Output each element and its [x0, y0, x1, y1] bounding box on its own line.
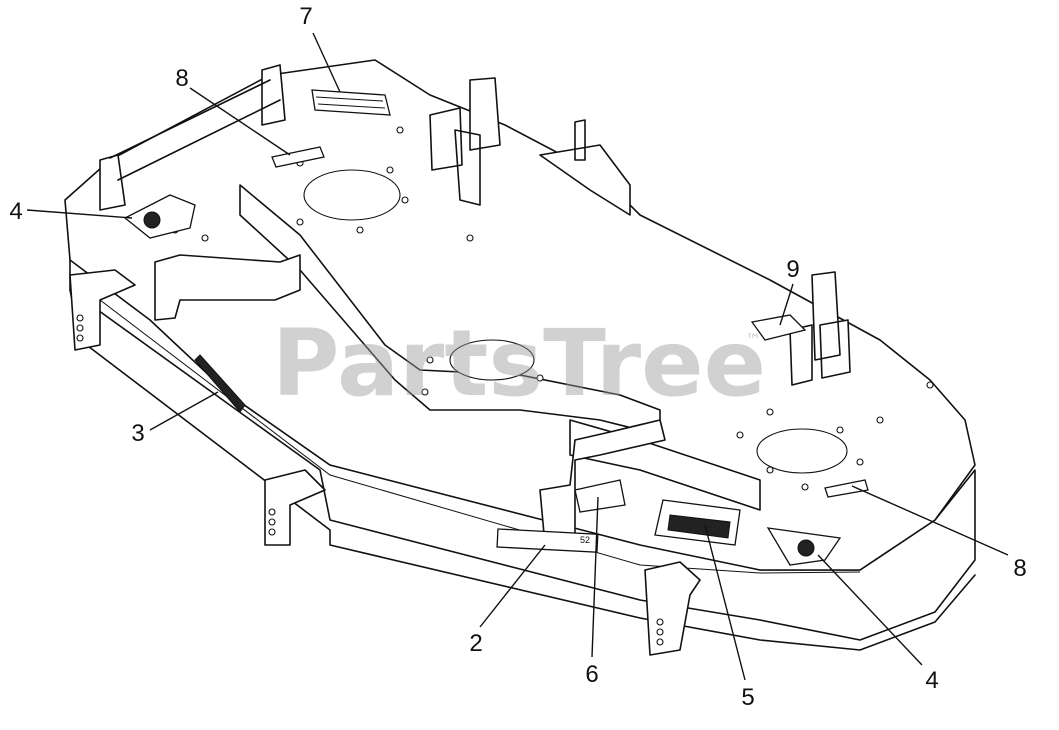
- decal-4-left: [123, 194, 196, 239]
- decal-2-model-number: 52: [580, 535, 590, 545]
- parts-tree-watermark: PartsTree: [272, 310, 766, 417]
- callout-6: 6: [585, 661, 598, 688]
- center-spindle-opening: [449, 339, 535, 381]
- middle-gauge-bracket: [264, 469, 326, 546]
- callout-3: 3: [131, 420, 144, 447]
- callout-9: 9: [786, 256, 799, 283]
- mower-deck-drawing: [64, 59, 976, 656]
- parts-tree-trademark: ™: [745, 330, 761, 349]
- left-spindle-opening: [303, 169, 401, 221]
- callout-8-left: 8: [175, 65, 188, 92]
- rear-mount-bracket: [429, 77, 501, 206]
- callout-5: 5: [741, 684, 754, 711]
- left-front-gauge-bracket: [69, 269, 136, 351]
- callout-8-right: 8: [1013, 555, 1026, 582]
- left-rear-hitch-bracket: [261, 64, 286, 126]
- left-hinge-rod: [109, 79, 281, 181]
- right-mount-bracket: [789, 271, 851, 386]
- decal-6: [574, 479, 626, 513]
- leader-lines: [26, 32, 1009, 681]
- decal-8-left: [271, 146, 325, 168]
- decal-3: [194, 354, 246, 413]
- left-arm-bracket: [154, 254, 301, 321]
- callout-4-right: 4: [925, 667, 938, 694]
- callout-2: 2: [469, 630, 482, 657]
- callout-7: 7: [299, 3, 312, 30]
- callout-labels: 7 8 4 3 9 8 2 6 5 4: [9, 3, 1026, 711]
- decal-9: [750, 314, 807, 341]
- callout-4-left: 4: [9, 198, 22, 225]
- gauge-bracket-holes: [76, 314, 664, 646]
- deck-skirt-bottom-edge: [69, 289, 976, 651]
- deck-skirt-line: [99, 299, 861, 574]
- decal-2: [496, 528, 599, 553]
- decal-7: [311, 89, 391, 116]
- deck-top-plate: [64, 59, 976, 571]
- rear-pivot-post: [539, 119, 631, 216]
- right-spindle-opening: [756, 428, 848, 474]
- decal-8-right: [824, 479, 869, 498]
- decals: 52: [123, 89, 869, 566]
